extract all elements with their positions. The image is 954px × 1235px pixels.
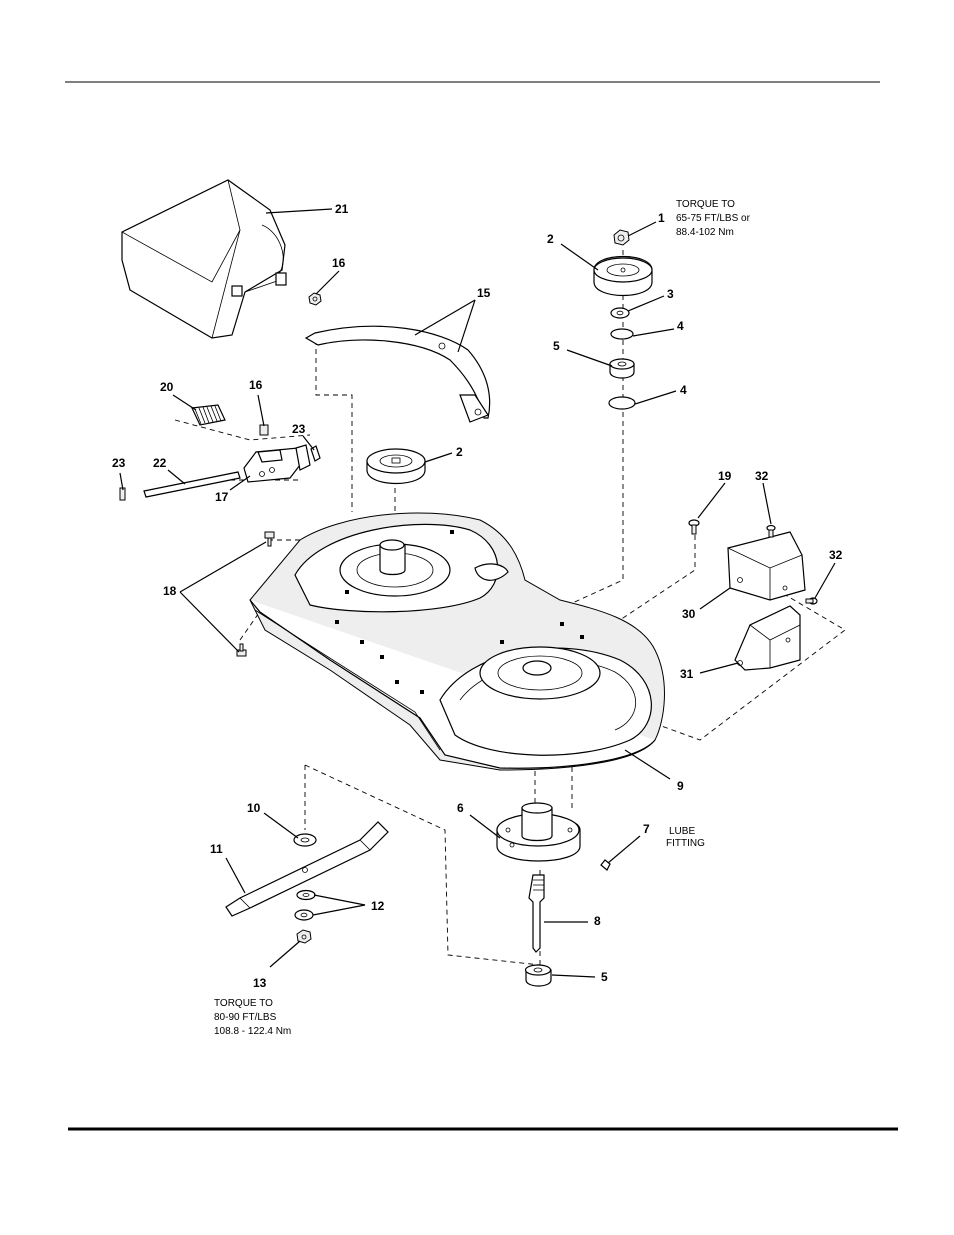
callout-3: 3 [667, 287, 674, 301]
callout-2-top: 2 [547, 232, 554, 246]
spindle-housing-6-part [497, 803, 580, 861]
callout-16-side: 16 [249, 378, 263, 392]
callout-30: 30 [682, 607, 696, 621]
callout-19: 19 [718, 469, 732, 483]
callout-12: 12 [371, 899, 385, 913]
callout-32-right: 32 [829, 548, 843, 562]
bolt-18-upper-part [265, 532, 274, 546]
callout-6: 6 [457, 801, 464, 815]
washer-3-part [611, 308, 629, 318]
callout-5-top: 5 [553, 339, 560, 353]
washer-12-lower-part [295, 910, 313, 920]
nut-1-part [614, 230, 629, 245]
bearing-5-top-part [610, 359, 634, 378]
callout-22: 22 [153, 456, 167, 470]
callout-10: 10 [247, 801, 261, 815]
lube-fitting-note: LUBE FITTING [666, 826, 705, 849]
bolt-19-part [689, 520, 699, 534]
grass-chute-part [122, 180, 286, 338]
lube-note-line-2: FITTING [666, 838, 705, 849]
callout-9: 9 [677, 779, 684, 793]
nut-16-top-part [309, 293, 321, 305]
pulley-2-middle-part [367, 449, 425, 484]
washer-12-upper-part [297, 891, 315, 900]
callout-16-top: 16 [332, 256, 346, 270]
bracket-17-part [244, 445, 310, 482]
lube-note-line-1: LUBE [669, 826, 695, 837]
spring-20-part [192, 405, 225, 425]
callout-2-middle: 2 [456, 445, 463, 459]
blade-adapter-10-part [294, 834, 316, 846]
screw-32-top-part [767, 526, 775, 538]
lube-fitting-7-part [601, 860, 610, 870]
callout-15: 15 [477, 286, 491, 300]
callout-13: 13 [253, 976, 267, 990]
torque-note-bottom-line-3: 108.8 - 122.4 Nm [214, 1026, 291, 1037]
callout-17: 17 [215, 490, 229, 504]
callout-23-left: 23 [112, 456, 126, 470]
bearing-5-bottom-part [526, 965, 552, 986]
cover-30-part [728, 532, 805, 600]
mower-deck-housing-part [250, 513, 664, 770]
torque-note-top-line-2: 65-75 FT/LBS or [676, 213, 751, 224]
callout-11: 11 [210, 842, 223, 856]
callout-8: 8 [594, 914, 601, 928]
pulley-2-top-part [594, 257, 652, 296]
callout-7: 7 [643, 822, 650, 836]
callout-1: 1 [658, 211, 665, 225]
retaining-ring-4-upper-part [611, 329, 633, 339]
torque-note-bottom: TORQUE TO 80-90 FT/LBS 108.8 - 122.4 Nm [214, 998, 291, 1037]
callout-31: 31 [680, 667, 694, 681]
torque-note-bottom-line-1: TORQUE TO [214, 998, 273, 1009]
torque-note-bottom-line-2: 80-90 FT/LBS [214, 1012, 277, 1023]
callout-4-upper: 4 [677, 319, 684, 333]
screw-32-right-part [806, 598, 817, 604]
spindle-shaft-8-part [529, 875, 544, 952]
bolt-18-lower-part [237, 644, 246, 656]
bolt-16-side-part [260, 425, 268, 435]
torque-note-top-line-1: TORQUE TO [676, 199, 735, 210]
bracket-31-part [735, 606, 800, 670]
callout-5-bottom: 5 [601, 970, 608, 984]
torque-note-top: TORQUE TO 65-75 FT/LBS or 88.4-102 Nm [676, 199, 751, 238]
callout-20: 20 [160, 380, 174, 394]
torque-note-top-line-3: 88.4-102 Nm [676, 227, 734, 238]
retaining-ring-4-lower-part [609, 397, 635, 409]
callout-21: 21 [335, 202, 349, 216]
callout-18: 18 [163, 584, 177, 598]
callout-23-right: 23 [292, 422, 306, 436]
callout-32-top: 32 [755, 469, 769, 483]
callout-4-lower: 4 [680, 383, 687, 397]
